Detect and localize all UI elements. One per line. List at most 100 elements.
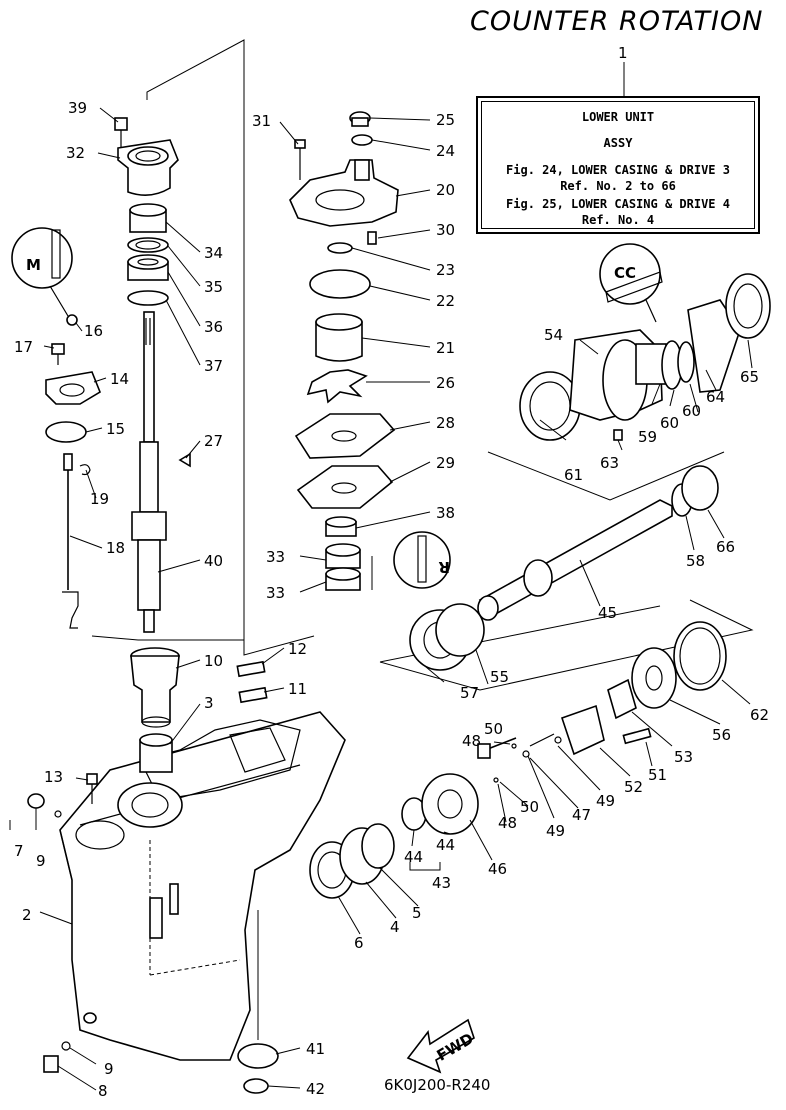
- callout-54: 54: [544, 326, 563, 344]
- svg-text:CC: CC: [614, 264, 636, 282]
- svg-text:R: R: [438, 558, 450, 576]
- callout-43: 43: [432, 874, 451, 892]
- callout-44-left: 44: [404, 848, 423, 866]
- callout-2: 2: [22, 906, 32, 924]
- callout-39: 39: [68, 99, 87, 117]
- callout-48-bottom: 48: [498, 814, 517, 832]
- callout-33-top: 33: [266, 548, 285, 566]
- callout-48-top: 48: [462, 732, 481, 750]
- drive-shaft-group: [114, 117, 180, 773]
- callout-45: 45: [598, 604, 617, 622]
- gear-clutch-group: [409, 603, 727, 783]
- callout-38: 38: [436, 504, 455, 522]
- callout-7: 7: [14, 842, 24, 860]
- callout-30: 30: [436, 221, 455, 239]
- callout-61: 61: [564, 466, 583, 484]
- info-line-2: ASSY: [603, 136, 633, 150]
- callout-44-right: 44: [436, 836, 455, 854]
- callout-26: 26: [436, 374, 455, 392]
- callout-12: 12: [288, 640, 307, 658]
- callout-51: 51: [648, 766, 667, 784]
- callout-4: 4: [390, 918, 400, 936]
- propeller-shaft-housing-group: [519, 273, 771, 441]
- callout-33-bottom: 33: [266, 584, 285, 602]
- callout-29: 29: [436, 454, 455, 472]
- callout-20: 20: [436, 181, 455, 199]
- callout-55: 55: [490, 668, 509, 686]
- callout-5: 5: [412, 904, 422, 922]
- callout-11: 11: [288, 680, 307, 698]
- callout-21: 21: [436, 339, 455, 357]
- callout-23: 23: [436, 261, 455, 279]
- info-line-3: Fig. 24, LOWER CASING & DRIVE 3: [506, 163, 730, 177]
- callout-16: 16: [84, 322, 103, 340]
- callout-25: 25: [436, 111, 455, 129]
- callout-10: 10: [204, 652, 223, 670]
- assembly-info-box: LOWER UNIT ASSY Fig. 24, LOWER CASING & …: [476, 96, 760, 234]
- callout-42: 42: [306, 1080, 325, 1098]
- callout-32: 32: [66, 144, 85, 162]
- callout-50-top: 50: [484, 720, 503, 738]
- callout-40: 40: [204, 552, 223, 570]
- callout-1: 1: [618, 44, 628, 62]
- pinion-group: [237, 1043, 279, 1094]
- fwd-arrow-icon: FWD: [406, 1018, 477, 1074]
- callout-27: 27: [204, 432, 223, 450]
- diagram-title: COUNTER ROTATION: [470, 6, 764, 37]
- callout-9-bottom: 9: [104, 1060, 114, 1078]
- callout-numbers: 1 39 32 34 35 36 37 16 17 14 15 19 18 27…: [14, 44, 769, 1100]
- leader-lines: [35, 107, 753, 1091]
- info-line-5: Fig. 25, LOWER CASING & DRIVE 4: [506, 197, 730, 211]
- callout-58: 58: [686, 552, 705, 570]
- callout-60-right: 60: [682, 402, 701, 420]
- assembly-info-inner: LOWER UNIT ASSY Fig. 24, LOWER CASING & …: [481, 101, 755, 229]
- callout-28: 28: [436, 414, 455, 432]
- callout-35: 35: [204, 278, 223, 296]
- info-line-1: LOWER UNIT: [581, 110, 655, 124]
- callout-18: 18: [106, 539, 125, 557]
- callout-14: 14: [110, 370, 129, 388]
- callout-49-right: 49: [596, 792, 615, 810]
- callout-62: 62: [750, 706, 769, 724]
- callout-60-left: 60: [660, 414, 679, 432]
- drawing-code: 6K0J200-R240: [384, 1076, 491, 1094]
- callout-46: 46: [488, 860, 507, 878]
- detail-bubble-rr: R: [393, 531, 451, 589]
- info-line-6: Ref. No. 4: [581, 213, 655, 227]
- callout-47: 47: [572, 806, 591, 824]
- callout-34: 34: [204, 244, 223, 262]
- lower-casing: [59, 711, 346, 1061]
- callout-6: 6: [354, 934, 364, 952]
- shift-rod-group: [27, 314, 101, 1073]
- callout-9-top: 9: [36, 852, 46, 870]
- callout-65: 65: [740, 368, 759, 386]
- callout-50-bottom: 50: [520, 798, 539, 816]
- callout-36: 36: [204, 318, 223, 336]
- callout-17: 17: [14, 338, 33, 356]
- callout-8: 8: [98, 1082, 108, 1100]
- callout-24: 24: [436, 142, 455, 160]
- callout-49-left: 49: [546, 822, 565, 840]
- reverse-gear-group: [309, 773, 479, 899]
- detail-bubble-cc: CC: [599, 243, 663, 323]
- callout-52: 52: [624, 778, 643, 796]
- callout-13: 13: [44, 768, 63, 786]
- propeller-shaft-group: [477, 465, 719, 621]
- callout-15: 15: [106, 420, 125, 438]
- detail-bubble-shift-cam: M: [11, 227, 73, 317]
- callout-31: 31: [252, 112, 271, 130]
- callout-41: 41: [306, 1040, 325, 1058]
- callout-56: 56: [712, 726, 731, 744]
- water-pump-group: [178, 111, 399, 704]
- callout-19: 19: [90, 490, 109, 508]
- callout-57: 57: [460, 684, 479, 702]
- callout-59: 59: [638, 428, 657, 446]
- callout-37: 37: [204, 357, 223, 375]
- callout-3: 3: [204, 694, 214, 712]
- callout-64: 64: [706, 388, 725, 406]
- info-line-4: Ref. No. 2 to 66: [560, 179, 676, 193]
- svg-text:M: M: [26, 256, 41, 274]
- callout-63: 63: [600, 454, 619, 472]
- callout-22: 22: [436, 292, 455, 310]
